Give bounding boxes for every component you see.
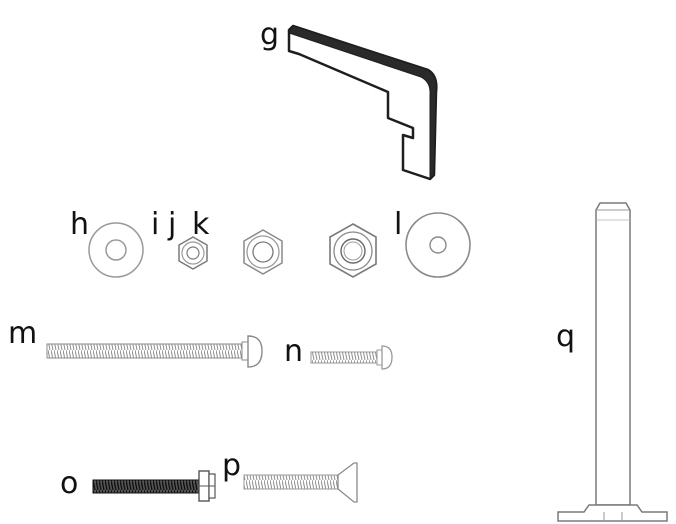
bracket-part-g xyxy=(287,24,438,181)
large-hex-nut-part xyxy=(329,223,377,278)
hex-bolt-part-o xyxy=(92,470,216,502)
countersunk-screw-part-p xyxy=(243,462,358,503)
label-o: o xyxy=(60,466,78,501)
label-h: h xyxy=(70,207,89,242)
label-j: j xyxy=(167,207,176,242)
label-m: m xyxy=(8,316,37,351)
label-n: n xyxy=(284,334,303,369)
label-q: q xyxy=(556,319,575,354)
pin-part-q xyxy=(557,202,668,522)
label-l: l xyxy=(394,207,402,242)
short-screw-part-n xyxy=(310,345,393,370)
small-hex-nut-part-i-j xyxy=(178,236,208,270)
washer-part-h xyxy=(88,222,144,278)
label-i: i xyxy=(151,207,159,242)
label-g: g xyxy=(260,17,279,52)
washer-part-l xyxy=(405,212,471,278)
label-k: k xyxy=(192,207,210,242)
long-bolt-part-m xyxy=(46,335,263,368)
hex-nut-part-k xyxy=(243,229,283,275)
label-p: p xyxy=(222,448,241,483)
